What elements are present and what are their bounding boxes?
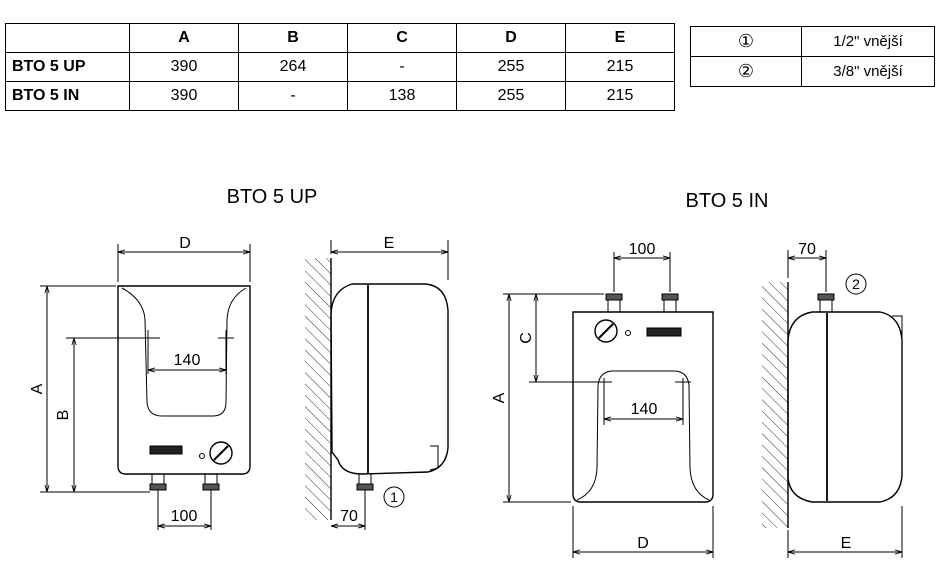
table-row: ① 1/2" vnější [690, 26, 935, 57]
value-cell: 390 [129, 81, 239, 111]
heater-side-bracket [892, 315, 903, 338]
value-cell: 215 [565, 52, 675, 82]
pipe-thread [356, 483, 374, 491]
pipe-thread [149, 483, 167, 491]
wall-hatching [762, 282, 788, 528]
dimension-label: 70 [798, 241, 816, 258]
value-cell: 138 [347, 81, 457, 111]
connection-size: 1/2" vnější [801, 26, 935, 57]
value-cell: 264 [238, 52, 348, 82]
pipe-thread [817, 293, 835, 301]
heater-front-recess [121, 287, 247, 417]
table-row: BTO 5 UP 390 264 - 255 215 [5, 52, 675, 82]
drawing-bto-5-up: BTO 5 UP D A B 140 [29, 186, 449, 530]
model-name: BTO 5 UP [5, 52, 130, 82]
value-cell: 255 [456, 52, 566, 82]
pipe-thread [202, 483, 220, 491]
pipe-connection [607, 299, 621, 313]
table-row: BTO 5 IN 390 - 138 255 215 [5, 81, 675, 111]
thermostat-knob [209, 441, 233, 465]
connection-marker-circle [845, 273, 867, 295]
model-name: BTO 5 IN [5, 81, 130, 111]
header-cell-d: D [456, 23, 566, 53]
pipe-connection [204, 473, 218, 485]
value-cell: 390 [129, 52, 239, 82]
connection-size: 3/8" vnější [801, 56, 935, 87]
table-row: ② 3/8" vnější [690, 56, 935, 87]
indicator-light [625, 330, 631, 336]
heater-side-bracket [429, 445, 439, 471]
thermostat-knob [594, 319, 618, 343]
pipe-connection [819, 299, 833, 313]
header-cell-e: E [565, 23, 675, 53]
value-cell: - [238, 81, 348, 111]
pipe-connection [663, 299, 677, 313]
connection-marker-label: 1 [390, 489, 398, 505]
header-cell-b: B [238, 23, 348, 53]
dimension-label: A [491, 392, 508, 403]
dimension-label: D [637, 535, 649, 552]
value-cell: 255 [456, 81, 566, 111]
connection-marker-circle [383, 486, 405, 508]
heater-front-body [572, 311, 714, 503]
dimension-label: 100 [629, 241, 656, 258]
connection-table: ① 1/2" vnější ② 3/8" vnější [690, 26, 935, 87]
dimension-label: E [841, 535, 852, 552]
dimension-label: E [384, 235, 395, 252]
label-plate [149, 445, 183, 455]
dimension-label: 140 [174, 352, 201, 369]
drawing-title: BTO 5 UP [227, 186, 318, 208]
label-plate [646, 327, 682, 337]
dimension-label: C [518, 332, 535, 344]
dimension-label: 100 [171, 508, 198, 525]
pipe-connection [358, 473, 372, 485]
value-cell: 215 [565, 81, 675, 111]
dimension-label: D [179, 235, 191, 252]
heater-side-body [787, 311, 903, 503]
drawing-title: BTO 5 IN [686, 190, 769, 212]
dimension-label: 140 [631, 401, 658, 418]
header-cell-c: C [347, 23, 457, 53]
knob-indicator [598, 323, 614, 339]
pipe-connection [151, 473, 165, 485]
dimension-label: 70 [340, 508, 358, 525]
wall-hatching [305, 258, 331, 520]
dimension-table: A B C D E BTO 5 UP 390 264 - 255 215 BTO… [5, 23, 675, 111]
knob-indicator [213, 445, 229, 461]
heater-side-body [330, 283, 449, 475]
dimension-label: A [29, 383, 46, 394]
heater-front-body [117, 285, 251, 475]
pipe-thread [605, 293, 623, 301]
indicator-light [199, 453, 205, 459]
drawing-bto-5-in: BTO 5 IN 100 A C 140 [491, 190, 903, 558]
dimension-label: B [55, 410, 72, 421]
connection-marker-label: 2 [852, 276, 860, 292]
heater-front-recess [576, 370, 710, 501]
pipe-thread [661, 293, 679, 301]
